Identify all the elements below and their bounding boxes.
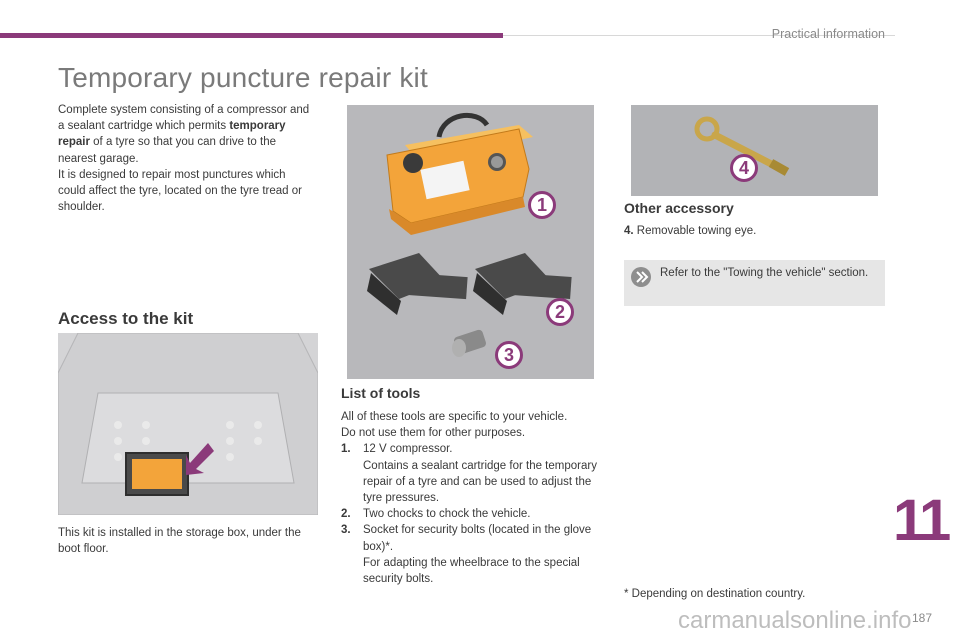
list-item-number: 2. (341, 508, 351, 521)
boot-caption: This kit is installed in the storage box… (58, 527, 301, 556)
gauge-face-shape (491, 156, 503, 168)
header-rule (503, 35, 895, 36)
list-intro1: All of these tools are specific to your … (341, 411, 568, 423)
accessory-number: 4. (624, 225, 634, 237)
boot-bolts-group (114, 421, 262, 461)
list-item: 1. 12 V compressor. Contains a sealant c… (341, 441, 603, 506)
intro-line1: Complete system consisting of a compress… (58, 104, 310, 133)
list-item-number: 1. (341, 443, 351, 456)
list-intro2: Do not use them for other purposes. (341, 427, 526, 440)
callout-2: 2 (546, 298, 574, 326)
list-item-detail: For adapting the wheelbrace to the speci… (363, 556, 580, 586)
header-accent-bar (0, 33, 503, 38)
tools-list: All of these tools are specific to your … (341, 409, 603, 587)
accessory-text: Removable towing eye. (633, 225, 757, 237)
intro-text: Complete system consisting of a compress… (58, 102, 310, 215)
watermark: carmanualsonline.info (678, 607, 912, 634)
kit-drawing (367, 113, 572, 357)
page-number: 187 (912, 611, 933, 625)
kit-in-box-shape (132, 459, 182, 489)
footnote: * Depending on destination country. (624, 588, 806, 600)
eye-thread-shape (768, 159, 790, 176)
case-side-shape (389, 197, 525, 235)
note-box: Refer to the "Towing the vehicle" sectio… (624, 260, 885, 306)
note-text: Refer to the "Towing the vehicle" sectio… (660, 267, 869, 279)
list-item-text: Socket for security bolts (located in th… (363, 524, 592, 553)
eye-ring-shape (694, 116, 720, 142)
list-item-text: Two chocks to chock the vehicle. (363, 508, 531, 521)
strap-shape (436, 113, 490, 138)
socket-group (452, 329, 487, 357)
boot-illustration (58, 333, 318, 515)
kit-illustration: 1 2 3 (347, 105, 594, 379)
list-item: 2. Two chocks to chock the vehicle. (341, 506, 603, 522)
chocks-group (367, 253, 572, 315)
callout-4: 4 (730, 154, 758, 182)
intro-bold: temporary repair (58, 120, 286, 149)
case-label-shape (420, 160, 470, 200)
list-heading: List of tools (341, 385, 421, 401)
access-heading: Access to the kit (58, 309, 194, 328)
other-accessory-heading: Other accessory (624, 200, 734, 216)
accessory-item: 4. Removable towing eye. (624, 223, 874, 239)
towing-eye-illustration: 4 (631, 105, 878, 196)
callout-3: 3 (495, 341, 523, 369)
boot-drawing (58, 333, 318, 515)
list-item-text: 12 V compressor. (363, 443, 453, 456)
list-item-detail: Contains a sealant cartridge for the tem… (363, 459, 597, 505)
intro-line2: of a tyre so that you can drive to the n… (58, 136, 276, 165)
callout-1: 1 (528, 191, 556, 219)
list-item: 3. Socket for security bolts (located in… (341, 522, 603, 587)
chapter-number: 11 (893, 488, 951, 553)
intro-para2: It is designed to repair most punctures … (58, 168, 302, 214)
info-arrow-icon (631, 267, 651, 287)
towing-eye-drawing (694, 116, 790, 176)
page-title: Temporary puncture repair kit (58, 62, 428, 93)
section-header: Practical information (771, 27, 885, 41)
pointer-arrow-shape (186, 443, 214, 475)
hose-reel-shape (403, 153, 423, 173)
list-item-number: 3. (341, 524, 351, 537)
